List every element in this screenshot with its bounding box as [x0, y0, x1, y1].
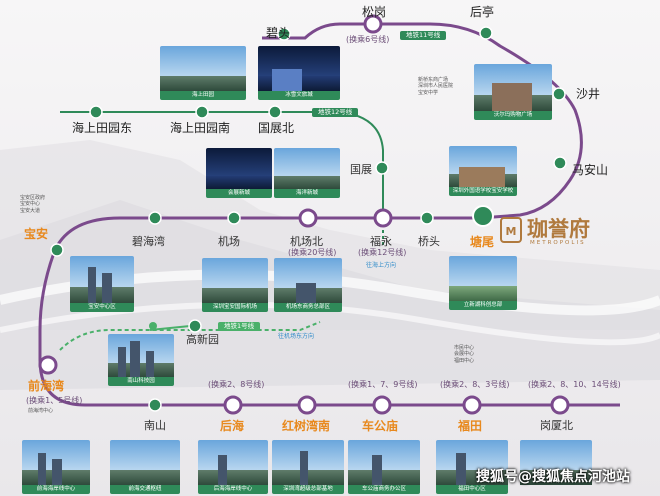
photo-caption: 前海海岸线中心 [22, 485, 90, 494]
photo-qianhai: 前海海岸线中心 [22, 440, 90, 494]
transfer-line2-8: (换乘2、8号线) [208, 380, 265, 389]
photo-haiyang: 海洋新城 [274, 148, 340, 198]
station-bitou: 碧头 [266, 26, 291, 40]
station-haishang-tianyuan-dong: 海上田园东 [72, 121, 133, 135]
photo-caption: 南山科技园 [108, 377, 174, 386]
transfer-line2-8-10-14: (换乘2、8、10、14号线) [528, 380, 621, 389]
line1-tag: 地铁1号线 [218, 322, 261, 332]
station-bihaiwan: 碧海湾 [132, 235, 165, 248]
photo-caption: 后海海岸线中心 [198, 485, 268, 494]
transfer-line20: (换乘20号线) [288, 248, 337, 257]
brand-name: 珈誉府 [527, 216, 590, 241]
station-guozhan-bei: 国展北 [258, 121, 295, 135]
photo-caption: 海洋新城 [274, 189, 340, 198]
photo-haishang-tianyuan: 海上田园 [160, 46, 246, 100]
station-gangxia-bei: 岗厦北 [540, 419, 573, 432]
photo-airport-east: 机场东商务总部区 [274, 258, 342, 312]
station-hongshuwan-nan: 红树湾南 [282, 419, 331, 433]
line11-tag: 地铁11号线 [400, 31, 447, 41]
photo-caption: 会展新城 [206, 189, 272, 198]
photo-caption: 宝安中心区 [70, 303, 134, 312]
photo-school: 深圳外国语学校宝安学校 [449, 146, 517, 196]
photo-futian: 福田中心区 [436, 440, 508, 494]
station-fuyong: 福永 [370, 235, 392, 248]
transfer-line2-8-3: (换乘2、8、3号线) [440, 380, 510, 389]
transfer-line1-7-9: (换乘1、7、9号线) [348, 380, 418, 389]
shajing-notes: 新桥东商广场 深圳市人民医院 宝安中学 [418, 77, 454, 96]
station-haishang-tianyuan-nan: 海上田园南 [170, 121, 231, 135]
photo-caption: 前海交通枢纽 [110, 485, 180, 494]
futian-notes: 市民中心 会展中心 福田中心 [454, 345, 475, 364]
station-gaoxinyuan: 高新园 [186, 333, 219, 346]
brand-subtitle: METROPOLIS [530, 240, 586, 246]
station-ma-anshan: 马安山 [572, 163, 609, 177]
station-shajing: 沙井 [576, 87, 601, 101]
photo-walmart: 沃尔玛购物广场 [474, 64, 552, 120]
photo-baoan-center: 宝安中心区 [70, 256, 134, 312]
photo-bingxue: 冰雪文旅城 [258, 46, 340, 100]
photo-caption: 深圳宝安国际机场 [202, 303, 268, 312]
photo-caption: 立新湖科创总部 [449, 301, 517, 310]
station-houhai: 后海 [220, 419, 245, 433]
station-guozhan: 国展 [350, 163, 372, 176]
photo-caption: 深圳湾超级总部基地 [272, 485, 344, 494]
photo-caption: 冰雪文旅城 [258, 91, 340, 100]
photo-caption: 深圳外国语学校宝安学校 [449, 187, 517, 196]
photo-caption: 车公庙商务办公区 [348, 485, 420, 494]
photo-nanshan-tech: 南山科技园 [108, 334, 174, 386]
photo-caption: 福田中心区 [436, 485, 508, 494]
station-houting: 后亭 [470, 5, 495, 19]
photo-caption: 沃尔玛购物广场 [474, 111, 552, 120]
station-qiaotou: 桥头 [418, 235, 440, 248]
station-tangwei: 塘尾 [470, 235, 495, 249]
station-baoan: 宝安 [24, 227, 49, 241]
transfer-line1-5: (换乘1、5号线) [26, 396, 83, 405]
photo-chegongmiao: 车公庙商务办公区 [348, 440, 420, 494]
station-jichang-bei: 机场北 [290, 235, 323, 248]
photo-shenzhen-bay: 深圳湾超级总部基地 [272, 440, 344, 494]
watermark-text: 搜狐号@搜狐焦点河池站 [476, 469, 630, 485]
station-futian: 福田 [458, 419, 483, 433]
brand-mark-icon: M [500, 217, 522, 243]
line12-tag: 地铁12号线 [312, 108, 359, 118]
photo-lixinhu: 立新湖科创总部 [449, 256, 517, 310]
station-songgang: 松岗 [362, 5, 387, 19]
watermark: 搜狐号@搜狐焦点河池站 [476, 466, 630, 486]
photo-caption: 海上田园 [160, 91, 246, 100]
qianhai-note: 前海湾中心 [28, 408, 54, 414]
photo-qianhai-hub: 前海交通枢纽 [110, 440, 180, 494]
photo-houhai: 后海海岸线中心 [198, 440, 268, 494]
transfer-line12: (换乘12号线) [358, 248, 407, 257]
brand-logo: M 珈誉府 METROPOLIS [500, 213, 610, 249]
baoan-notes: 宝安区政府 宝安中心 宝安大道 [20, 195, 46, 214]
station-nanshan: 南山 [144, 419, 166, 432]
photo-airport: 深圳宝安国际机场 [202, 258, 268, 312]
photo-caption: 机场东商务总部区 [274, 303, 342, 312]
station-jichang: 机场 [218, 235, 240, 248]
line1-direction: 往机场东方向 [278, 333, 315, 340]
photo-gangxia [520, 440, 592, 494]
photo-huizhan: 会展新城 [206, 148, 272, 198]
station-chegongmiao: 车公庙 [362, 419, 399, 433]
fuyong-direction: 往海上方向 [366, 262, 397, 269]
station-qianhaiwan: 前海湾 [28, 379, 65, 393]
transfer-line6: (换乘6号线) [346, 35, 390, 44]
